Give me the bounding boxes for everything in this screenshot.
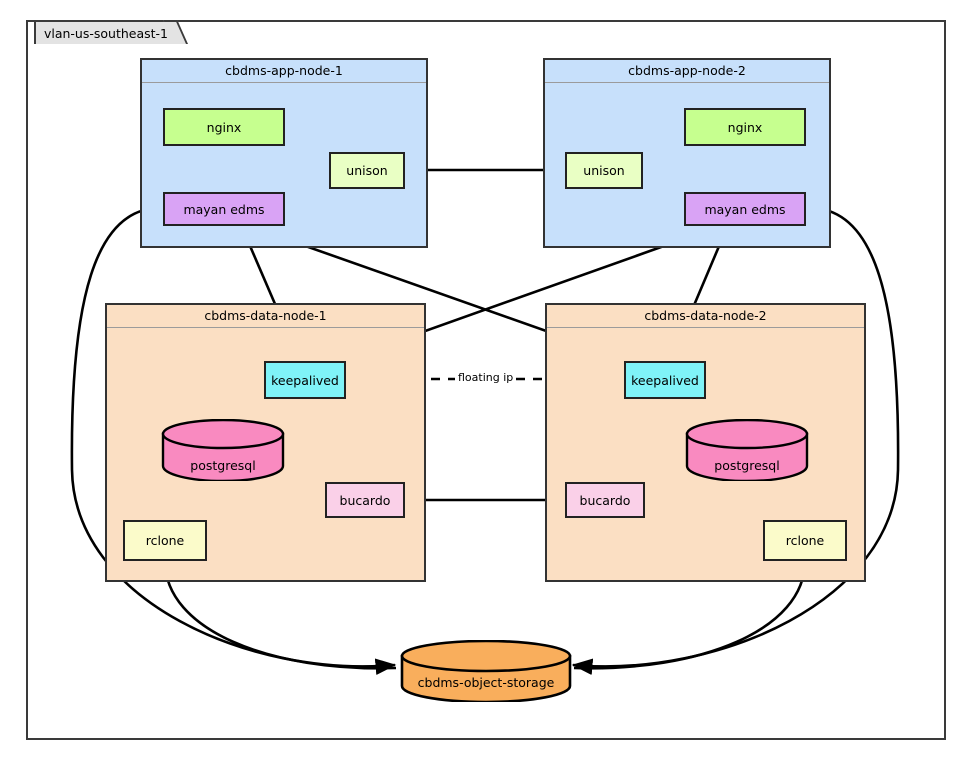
- node-title: cbdms-data-node-2: [547, 305, 864, 328]
- component-label: unison: [346, 163, 388, 178]
- component-label: keepalived: [631, 372, 699, 388]
- component-nginx-1[interactable]: nginx: [163, 108, 285, 146]
- node-title: cbdms-app-node-1: [142, 60, 426, 83]
- component-label: cbdms-object-storage: [417, 675, 555, 690]
- component-postgresql-1[interactable]: postgresql: [161, 419, 285, 481]
- component-unison-2[interactable]: unison: [565, 152, 643, 189]
- component-bucardo-1[interactable]: bucardo: [325, 482, 405, 518]
- component-label: unison: [583, 163, 625, 178]
- component-label: mayan edms: [704, 201, 786, 217]
- component-unison-1[interactable]: unison: [329, 152, 405, 189]
- edge-label-floating-ip: floating ip: [455, 371, 517, 384]
- component-keepalived-1[interactable]: keepalived: [264, 361, 346, 399]
- node-title: cbdms-data-node-1: [107, 305, 424, 328]
- component-mayan-edms-2[interactable]: mayan edms: [684, 192, 806, 226]
- component-label: rclone: [145, 533, 185, 548]
- component-nginx-2[interactable]: nginx: [684, 108, 806, 146]
- component-label: postgresql: [190, 458, 256, 473]
- node-title: cbdms-app-node-2: [545, 60, 829, 83]
- component-bucardo-2[interactable]: bucardo: [565, 482, 645, 518]
- component-label: mayan edms: [183, 201, 265, 217]
- component-keepalived-2[interactable]: keepalived: [624, 361, 706, 399]
- component-mayan-edms-1[interactable]: mayan edms: [163, 192, 285, 226]
- component-label: rclone: [785, 533, 825, 548]
- vlan-label: vlan-us-southeast-1: [43, 25, 169, 41]
- component-postgresql-2[interactable]: postgresql: [685, 419, 809, 481]
- component-label: bucardo: [579, 492, 631, 508]
- component-label: nginx: [727, 119, 763, 135]
- vlan-label-tab: vlan-us-southeast-1: [34, 20, 178, 44]
- vlan-boundary: [26, 20, 946, 740]
- component-label: keepalived: [271, 372, 339, 388]
- component-object-storage[interactable]: cbdms-object-storage: [400, 640, 572, 702]
- component-label: bucardo: [339, 492, 391, 508]
- component-rclone-2[interactable]: rclone: [763, 520, 847, 561]
- component-label: postgresql: [714, 458, 780, 473]
- component-label: nginx: [206, 119, 242, 135]
- component-rclone-1[interactable]: rclone: [123, 520, 207, 561]
